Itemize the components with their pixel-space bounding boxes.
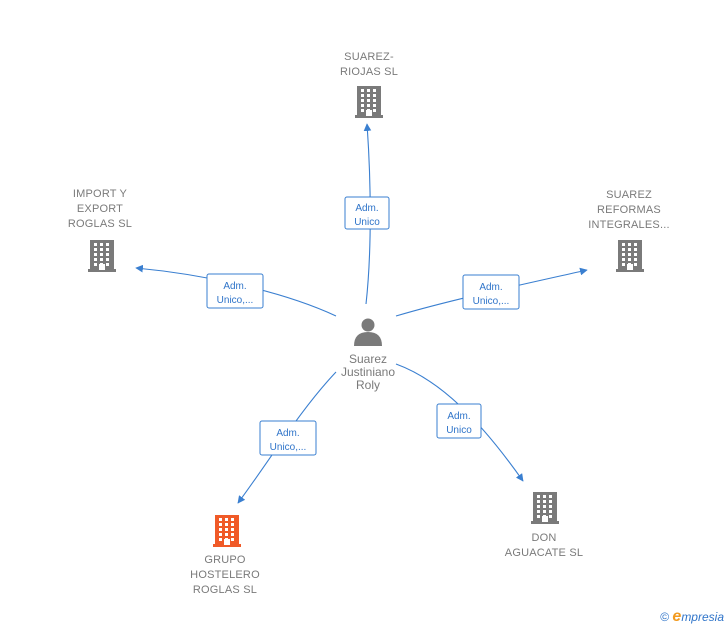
role-label-text: Adm.Unico (354, 203, 380, 228)
role-label-text: Adm.Unico,... (473, 282, 510, 307)
role-box-suarez-riojas: Adm.Unico (344, 196, 390, 230)
empresia-logo-text: mpresia (681, 610, 724, 624)
building-icon-highlight-grupo-hostelero-roglas (213, 515, 241, 547)
role-box-suarez-reformas: Adm.Unico,... (462, 274, 520, 310)
building-icon-suarez-riojas (355, 86, 383, 118)
building-icon-suarez-reformas (616, 240, 644, 272)
role-box-grupo-hostelero-roglas: Adm.Unico,... (259, 420, 317, 456)
building-icon-don-aguacate (531, 492, 559, 524)
company-label-suarez-riojas: SUAREZ-RIOJAS SL (340, 51, 398, 78)
building-icon-import-export-roglas (88, 240, 116, 272)
role-label-text: Adm.Unico,... (270, 428, 307, 453)
empresia-watermark: © empresia (660, 608, 724, 626)
role-box-don-aguacate: Adm.Unico (436, 403, 482, 439)
copyright-symbol: © (660, 610, 670, 624)
role-label-text: Adm.Unico,... (217, 281, 254, 306)
empresia-logo-initial: e (672, 608, 682, 625)
role-box-import-export-roglas: Adm.Unico,... (206, 273, 264, 309)
role-label-text: Adm.Unico (446, 411, 472, 436)
person-icon (354, 318, 382, 346)
